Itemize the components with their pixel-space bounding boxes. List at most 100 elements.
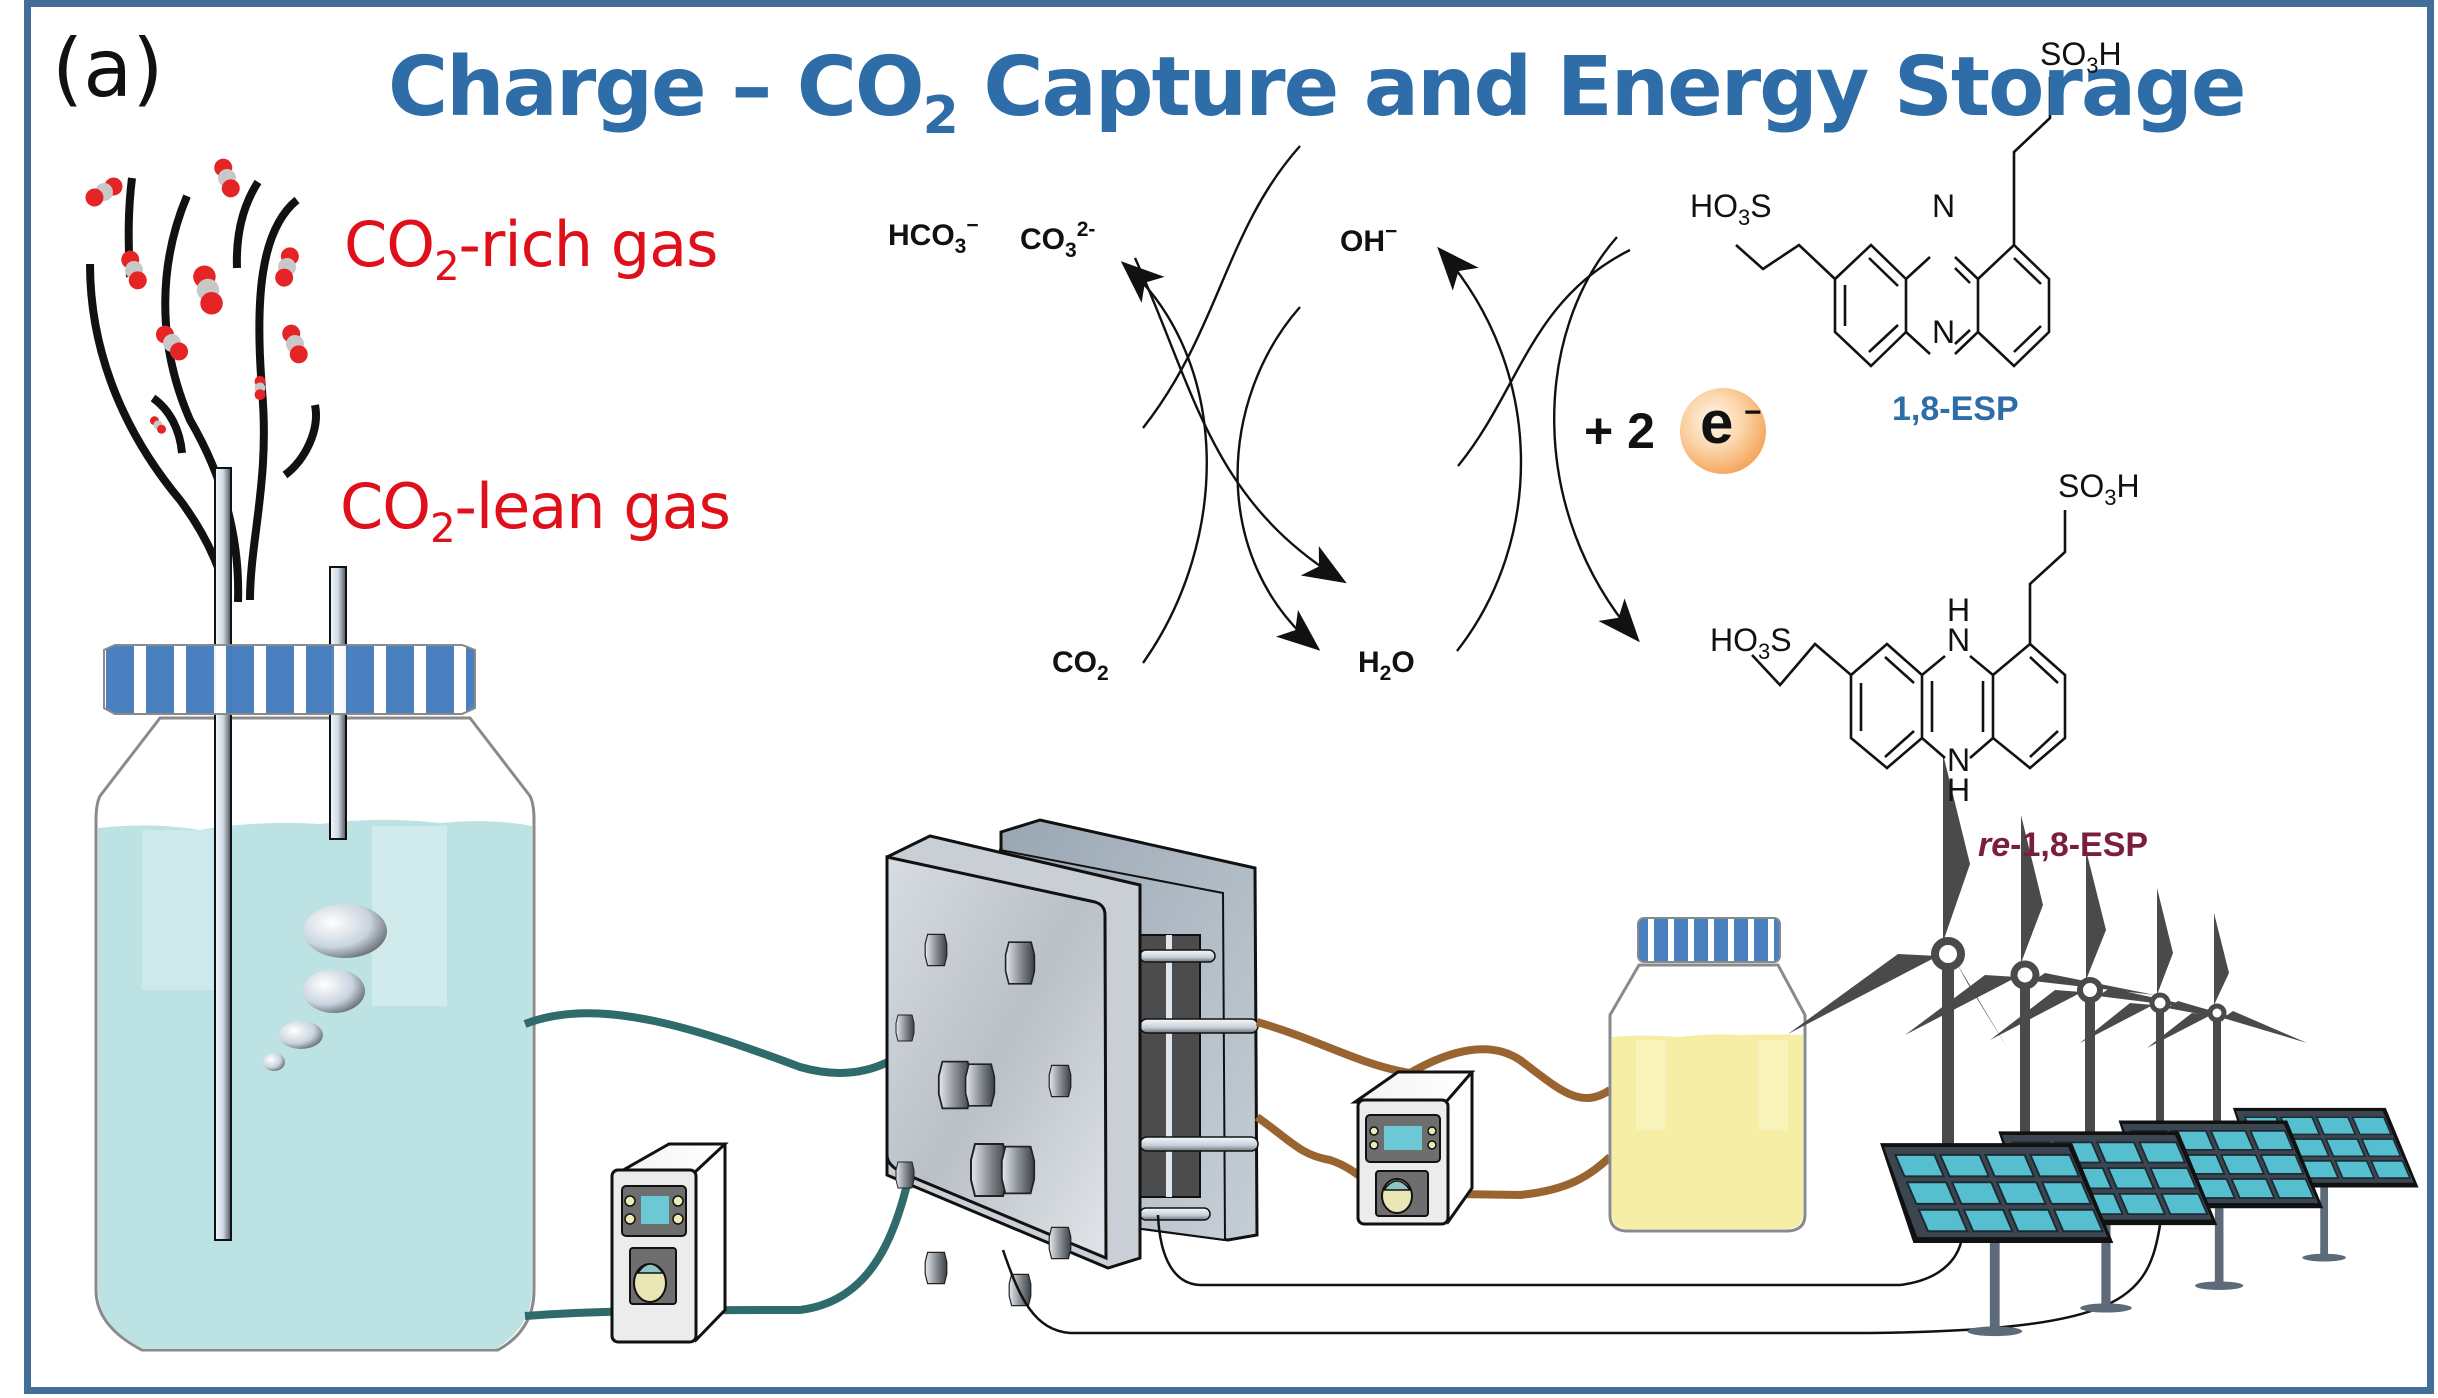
electrolyte-reservoir [1608,917,1807,1233]
label-text: -lean gas [454,470,731,543]
esp-n-bottom: N [1932,314,1956,350]
group-text: H [2098,36,2122,72]
arrow-hydroxide-to-water [1236,306,1321,651]
group-subscript: 3 [2104,485,2117,510]
tie-rod [1139,949,1216,963]
species-text: CO [1052,646,1097,679]
label-text: -rich gas [458,208,719,281]
species-text: CO [1020,223,1065,256]
reaction-arrows-main [1120,236,1640,664]
re-esp-left-group: HO3S [1710,622,1792,665]
wind-turbine [1905,815,2155,1205]
solar-cell [2230,1178,2276,1199]
label-text: CO [340,470,431,543]
name-prefix-italic: re [1978,826,2011,864]
co2-absorber-jar [94,467,536,1352]
flow-cell-stack [885,818,1259,1307]
species-text: H [1358,646,1380,679]
panel-label: (a) [52,22,164,115]
external-circuit [1001,1214,2162,1335]
solar-cell [1983,1153,2036,1178]
solar-panel [1880,1143,2114,1337]
solar-cell [2209,1130,2255,1151]
solar-cell [1905,1181,1957,1205]
gas-inlet-tube [214,467,232,1241]
solar-cell [2149,1167,2198,1190]
species-text: O [1391,646,1415,679]
structure-re-1-8-esp [1751,510,2067,770]
arrow-esp-to-reduced [1553,236,1640,643]
species-bicarbonate: HCO3− [888,214,979,259]
solar-panels [1880,1107,2419,1337]
solar-cell [2040,1181,2093,1205]
gas-stream-lines [86,177,320,603]
solar-cell [2269,1178,2316,1199]
solar-cell [1962,1208,2014,1233]
electron-symbol: e [1700,389,1734,456]
solar-cell [1995,1181,2048,1205]
label-text: CO [344,208,435,281]
solar-cell [2334,1160,2376,1179]
species-text: OH [1340,225,1385,258]
solar-cell [2007,1208,2059,1233]
solar-cell [1950,1181,2003,1205]
group-text: H [2116,468,2140,504]
tie-rod [1139,1018,1259,1034]
arrow-co2-to-carbonate [1120,261,1208,664]
re-esp-nh-top-n: N [1947,622,1971,658]
pump-left [610,1142,729,1344]
group-subscript: 3 [1738,205,1751,230]
pump-right [1350,1070,1476,1226]
esp-top-group: SO3H [2040,36,2122,79]
solar-cell [2095,1141,2145,1164]
co2-lean-gas-label: CO2-lean gas [340,470,731,552]
solar-cell [2138,1141,2187,1164]
group-subscript: 3 [1758,639,1771,664]
solar-cell [1917,1208,1969,1233]
re-esp-nh-bottom-h: H [1947,772,1971,808]
group-text: HO [1690,188,1738,224]
species-carbonate: CO32- [1020,218,1095,263]
solar-cell [2315,1116,2357,1136]
title-subscript: 2 [922,86,959,146]
name-rest: -1,8-ESP [2010,826,2149,864]
title-suffix: Capture and Energy Storage [956,40,2246,135]
species-charge: − [1385,220,1398,243]
esp-n-top: N [1932,188,1956,224]
solar-cell [2220,1154,2266,1175]
solar-cell [2351,1116,2393,1136]
species-hydroxide: OH− [1340,220,1397,259]
label-subscript: 2 [430,506,455,552]
species-charge: 2- [1076,218,1096,241]
tie-rod [1139,1136,1259,1152]
solar-cell [2117,1192,2167,1216]
solar-cell [2028,1153,2081,1178]
group-subscript: 3 [2086,53,2099,78]
solar-cell [2249,1130,2295,1151]
arrow-water-to-hydroxide [1437,246,1523,652]
species-co2: CO2 [1052,646,1109,686]
tie-rod [1139,1207,1211,1221]
reaction-arrows [1133,145,1631,584]
species-charge: − [966,214,979,237]
group-text: SO [2040,36,2087,72]
bubble [263,904,387,1071]
esp-name: 1,8-ESP [1892,390,2019,428]
solar-cell [2052,1208,2105,1233]
species-subscript: 3 [1065,239,1077,262]
electron-charge: − [1744,396,1762,429]
species-water: H2O [1358,646,1415,686]
species-text: HCO [888,219,955,252]
species-subscript: 3 [954,235,967,258]
esp-left-group: HO3S [1690,188,1772,231]
electron-icon: e− [1680,388,1766,474]
solar-cell [2259,1154,2305,1175]
group-text: HO [1710,622,1758,658]
solar-cell [2324,1138,2366,1158]
re-esp-nh-bottom-n: N [1947,742,1971,778]
structure-1-8-esp [1735,77,2052,368]
solar-cell [2360,1138,2402,1158]
re-esp-name: re-1,8-ESP [1978,826,2148,865]
wind-turbines [1788,754,2307,1214]
